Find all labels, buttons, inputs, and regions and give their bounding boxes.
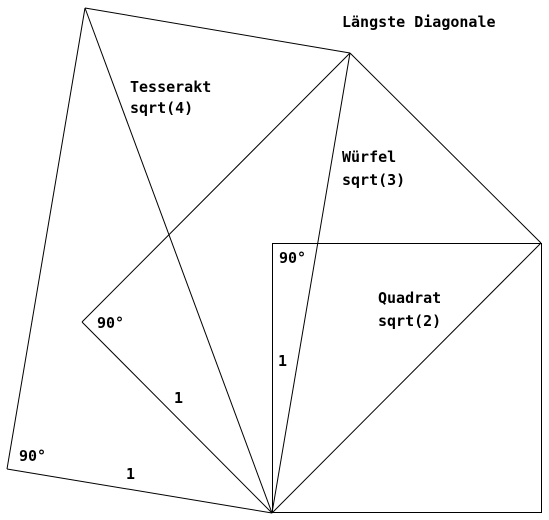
- diagram-title: Längste Diagonale: [342, 13, 496, 31]
- tesseract-left-edge: [6, 7, 86, 470]
- cube-edge-lower: [81, 321, 273, 514]
- square-outline: [272, 243, 542, 513]
- cube-edge-upper: [81, 52, 351, 323]
- cube-diagonal: [271, 52, 351, 514]
- wuerfel-label: Würfel: [342, 148, 396, 166]
- cube-to-square-edge: [349, 52, 542, 244]
- quadrat-value: sqrt(2): [378, 312, 441, 330]
- tesserakt-value: sqrt(4): [130, 99, 193, 117]
- tesseract-angle-label: 90°: [19, 447, 46, 465]
- wuerfel-value: sqrt(3): [342, 171, 405, 189]
- tesseract-bottom-edge: [6, 468, 273, 514]
- tesseract-top-edge: [84, 7, 351, 54]
- tesseract-side-label: 1: [126, 465, 135, 483]
- square-side-label: 1: [278, 352, 287, 370]
- tesserakt-label: Tesserakt: [130, 78, 211, 96]
- cube-side-label: 1: [174, 389, 183, 407]
- square-diagonal: [271, 242, 542, 514]
- square-angle-label: 90°: [279, 249, 306, 267]
- cube-angle-label: 90°: [97, 314, 124, 332]
- tesseract-diagonal: [84, 7, 273, 514]
- quadrat-label: Quadrat: [378, 289, 441, 307]
